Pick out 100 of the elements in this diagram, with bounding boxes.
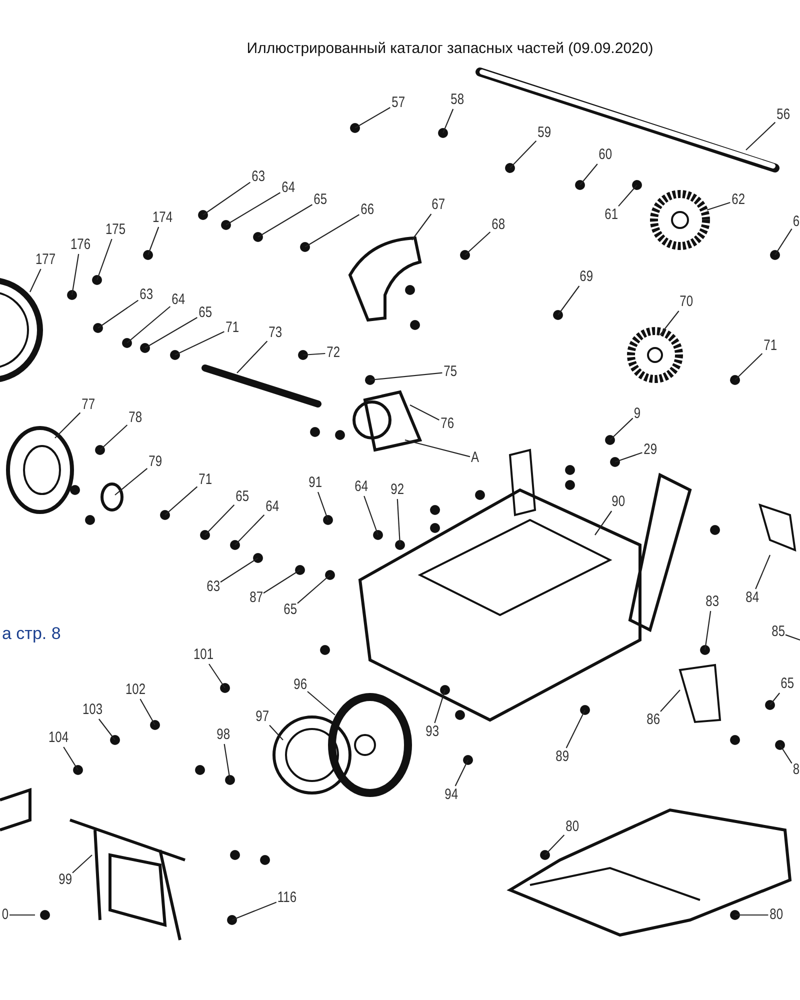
leader-line bbox=[735, 914, 768, 916]
callout-number: 116 bbox=[277, 890, 297, 906]
callout-number: 84 bbox=[745, 590, 759, 606]
page-reference-note: а стр. 8 bbox=[2, 624, 61, 644]
callout-number: 64 bbox=[171, 292, 185, 308]
leader-line bbox=[510, 140, 537, 168]
callout-number: 77 bbox=[81, 397, 95, 413]
callout-number: 6 bbox=[792, 214, 800, 230]
leader-line bbox=[755, 554, 770, 590]
leader-line bbox=[140, 698, 156, 726]
leader-line bbox=[236, 340, 268, 374]
callout-number: 65 bbox=[313, 192, 327, 208]
callout-number: 60 bbox=[598, 147, 612, 163]
leader-line bbox=[317, 492, 329, 520]
callout-number: 70 bbox=[679, 294, 693, 310]
callout-number: 61 bbox=[604, 207, 618, 223]
leader-line bbox=[220, 558, 258, 583]
leader-line bbox=[164, 486, 198, 516]
leader-line bbox=[302, 352, 326, 356]
callout-number: 64 bbox=[281, 180, 295, 196]
leader-line bbox=[442, 108, 454, 134]
callout-number: 8 bbox=[792, 762, 800, 778]
leader-line bbox=[558, 286, 580, 316]
callout-number: 96 bbox=[293, 677, 307, 693]
callout-number: 65 bbox=[283, 602, 297, 618]
callout-number: 177 bbox=[35, 252, 56, 268]
callout-number: 176 bbox=[70, 237, 90, 253]
callout-number: 71 bbox=[225, 320, 239, 336]
leader-line bbox=[370, 372, 442, 381]
callout-number: 93 bbox=[425, 724, 439, 740]
callout-number: 65 bbox=[198, 305, 212, 321]
callout-number: 90 bbox=[611, 494, 625, 510]
callout-number: 83 bbox=[705, 594, 719, 610]
leader-line bbox=[734, 353, 763, 380]
leader-line bbox=[594, 510, 612, 536]
leader-line bbox=[202, 182, 251, 216]
leader-line bbox=[770, 692, 780, 706]
callout-number: 67 bbox=[431, 197, 445, 213]
page-title: Иллюстрированный каталог запасных частей (09.09.2020) bbox=[246, 40, 654, 57]
callout-number: 63 bbox=[251, 169, 265, 185]
leader-line bbox=[72, 854, 92, 874]
callout-number: 99 bbox=[58, 872, 72, 888]
leader-line bbox=[354, 107, 390, 128]
callout-number: 89 bbox=[555, 749, 569, 765]
view-letter: A bbox=[471, 450, 480, 466]
callout-number: 71 bbox=[763, 338, 777, 354]
callout-number: 9 bbox=[634, 406, 640, 422]
callout-number: 98 bbox=[216, 727, 230, 743]
leader-line bbox=[208, 664, 226, 688]
leader-line bbox=[10, 914, 35, 916]
callout-number: 78 bbox=[128, 410, 142, 426]
leader-line bbox=[304, 214, 360, 248]
leader-line bbox=[660, 690, 680, 712]
callout-number: 103 bbox=[82, 702, 102, 718]
leader-line bbox=[258, 204, 312, 238]
leader-line bbox=[63, 746, 78, 770]
leader-line bbox=[114, 468, 148, 496]
callout-number: 64 bbox=[265, 499, 279, 515]
leader-line bbox=[174, 331, 224, 356]
leader-line bbox=[96, 238, 112, 280]
callout-number: 91 bbox=[308, 475, 322, 491]
leader-line bbox=[98, 718, 116, 740]
leader-line bbox=[706, 202, 730, 211]
callout-number: 80 bbox=[769, 907, 783, 923]
callout-number: 62 bbox=[731, 192, 745, 208]
callout-number: 76 bbox=[440, 416, 454, 432]
leader-line bbox=[30, 268, 42, 292]
callout-number: 174 bbox=[152, 210, 172, 226]
callout-number: 57 bbox=[391, 95, 405, 111]
leader-line bbox=[746, 122, 776, 150]
callout-number: 72 bbox=[326, 345, 340, 361]
leader-line bbox=[410, 404, 440, 420]
callout-number: 0 bbox=[2, 907, 8, 923]
callout-number: 29 bbox=[643, 442, 657, 458]
leader-line bbox=[544, 834, 565, 856]
leader-line bbox=[566, 710, 586, 748]
callout-number: 65 bbox=[780, 676, 794, 692]
callout-number: 102 bbox=[125, 682, 146, 698]
leader-line bbox=[660, 310, 680, 336]
callout-number: 92 bbox=[390, 482, 404, 498]
leader-line bbox=[434, 690, 446, 724]
leader-line bbox=[454, 760, 468, 786]
callout-number: 104 bbox=[48, 730, 68, 746]
leader-line bbox=[226, 192, 280, 226]
callout-number: 101 bbox=[193, 647, 214, 663]
leader-line bbox=[71, 254, 80, 296]
callout-number: 56 bbox=[776, 107, 790, 123]
leader-line bbox=[224, 744, 231, 780]
callout-number: 69 bbox=[579, 269, 593, 285]
leader-line bbox=[404, 439, 470, 458]
leader-line bbox=[126, 306, 171, 344]
leader-line bbox=[144, 317, 198, 348]
callout-number: 73 bbox=[268, 325, 282, 341]
leader-line bbox=[147, 226, 160, 256]
leader-line bbox=[610, 418, 634, 440]
leader-line bbox=[98, 300, 139, 328]
leader-line bbox=[580, 164, 598, 186]
leader-line bbox=[297, 574, 330, 604]
callout-number: 75 bbox=[443, 364, 457, 380]
callout-number: 71 bbox=[198, 472, 212, 488]
